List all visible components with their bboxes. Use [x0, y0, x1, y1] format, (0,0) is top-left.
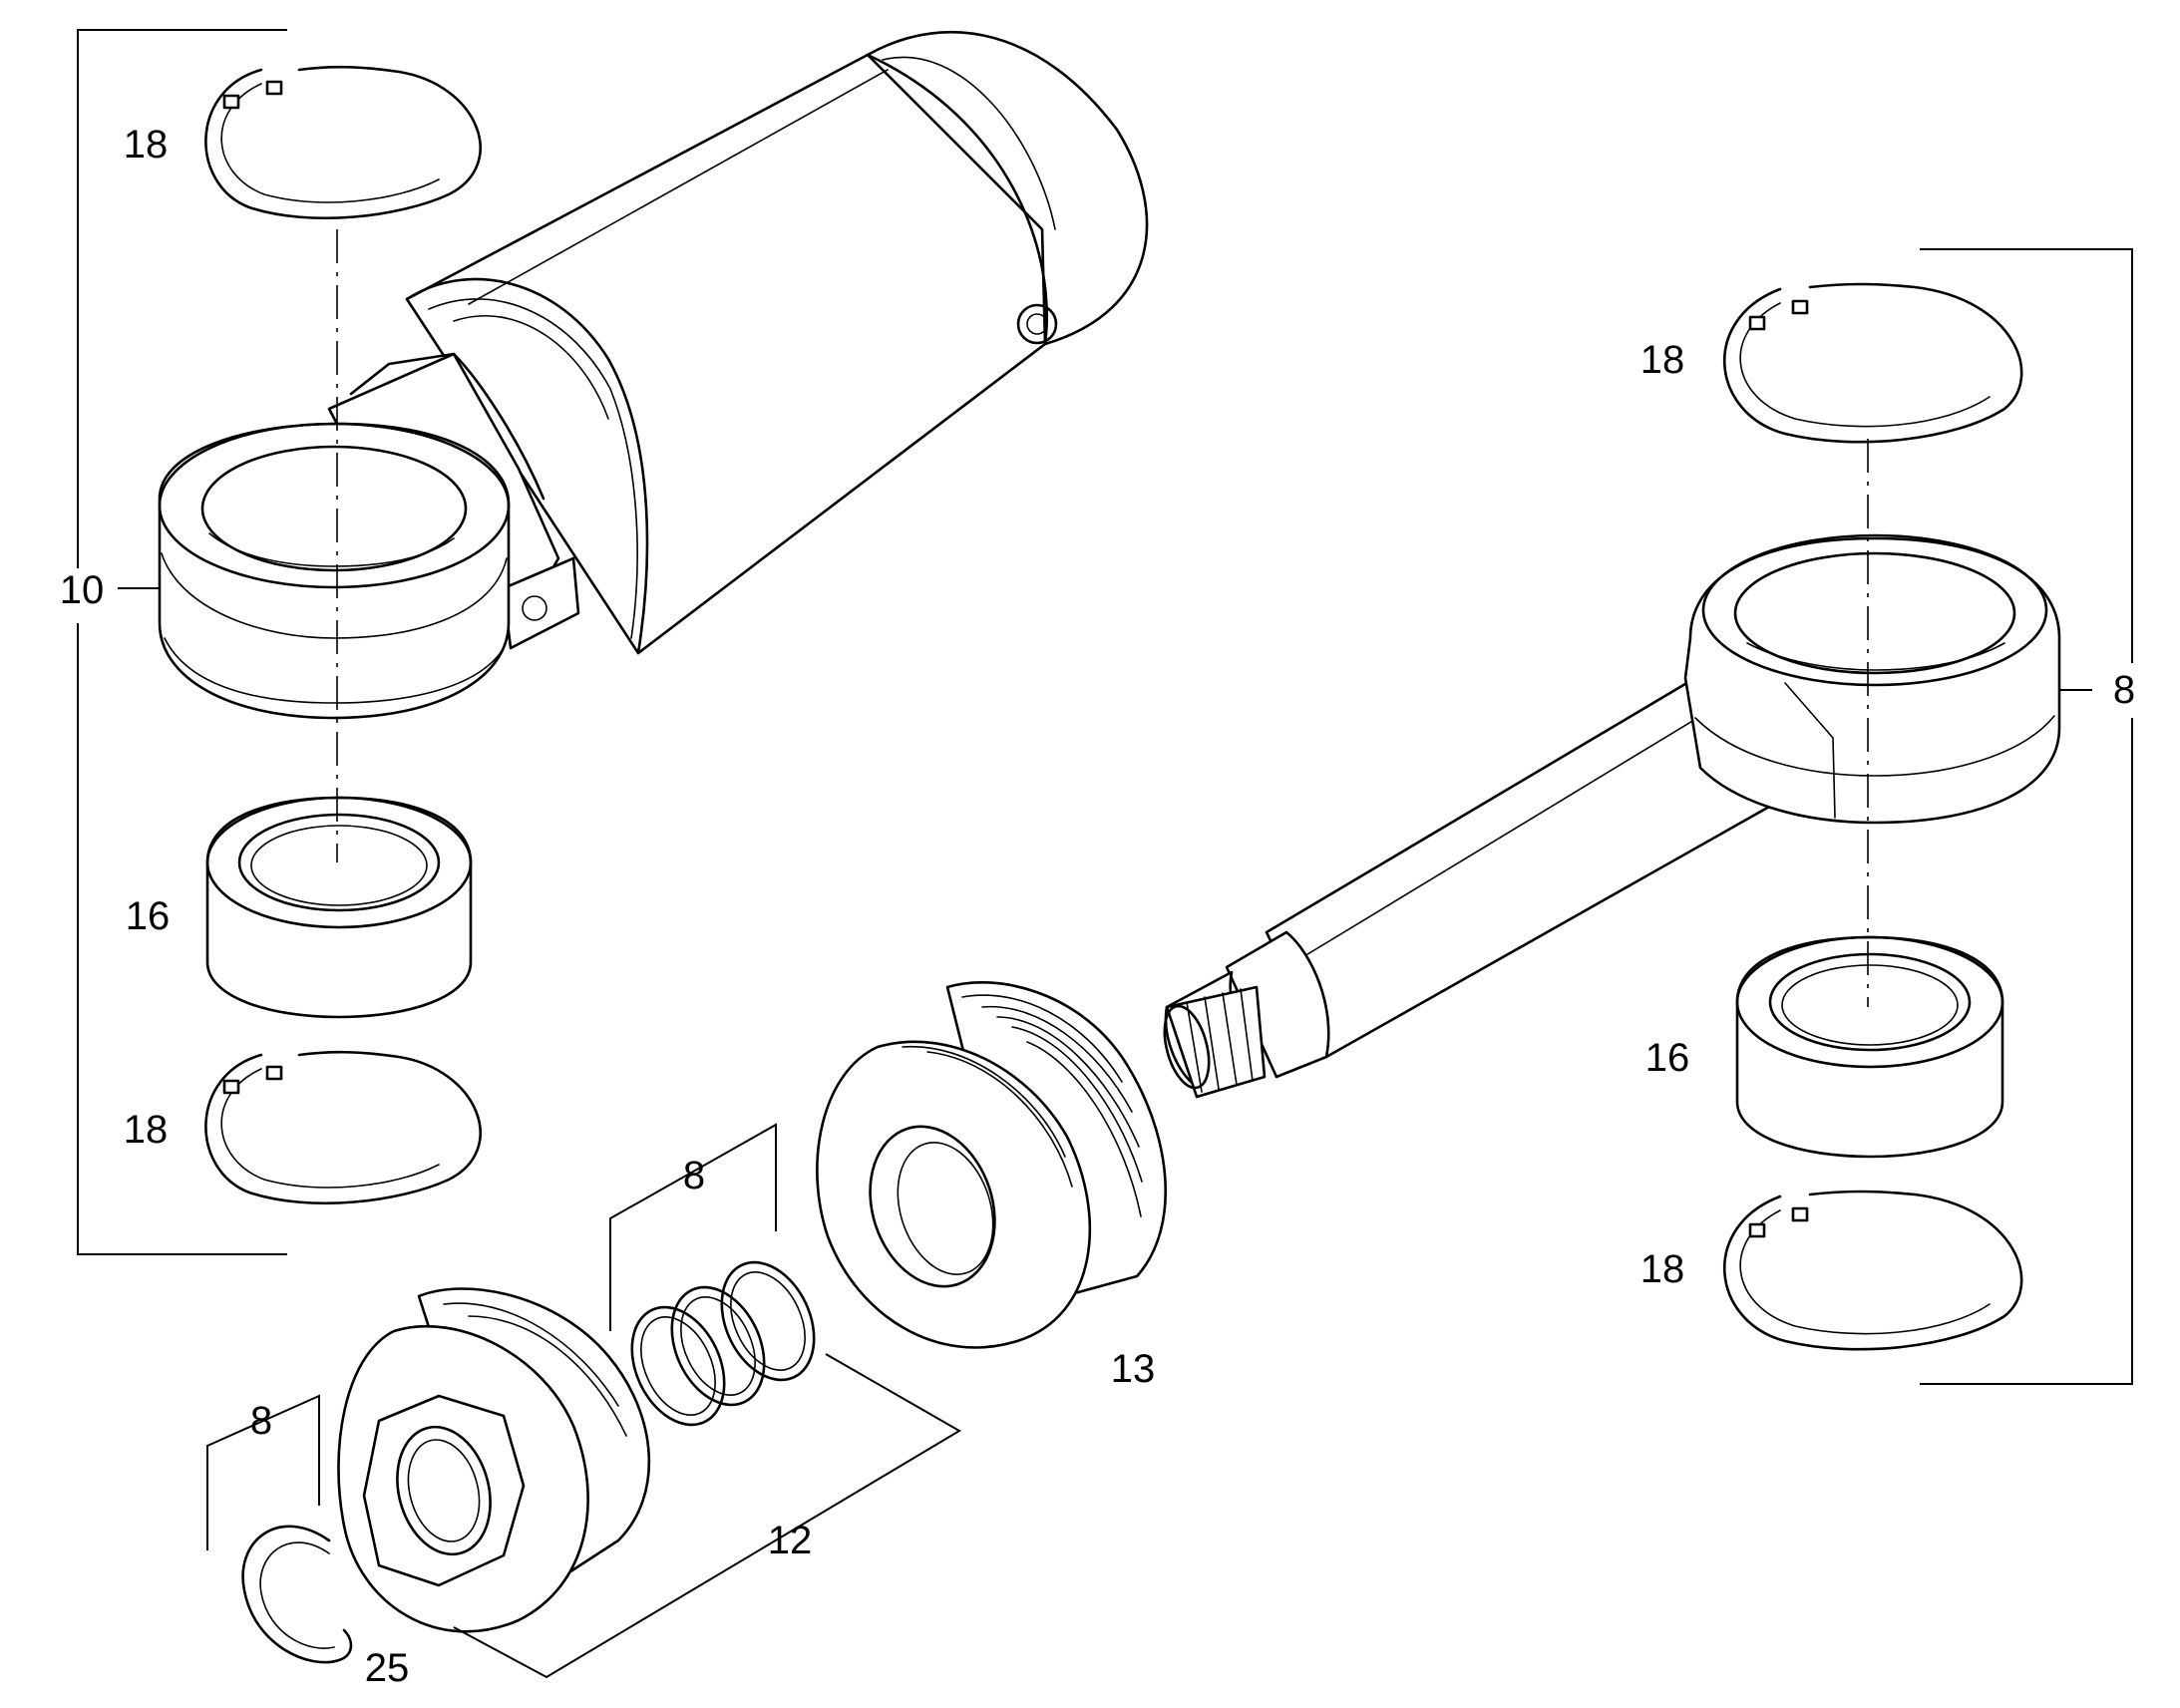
callout-10: 10: [60, 568, 105, 612]
callout-leaders: [206, 1123, 961, 1679]
callout-12: 12: [768, 1519, 813, 1562]
circlip-18-top-left: [204, 65, 482, 219]
callout-13: 13: [1111, 1347, 1156, 1391]
bushing-16-left: [205, 796, 473, 1019]
bracket-8-right: [1920, 248, 2133, 1385]
callout-8-wiper: 8: [250, 1399, 272, 1443]
wiper-ring-25: [241, 1525, 353, 1664]
circlip-18-bottom-left: [204, 1050, 482, 1204]
callout-18-bottom-left: 18: [124, 1108, 169, 1152]
callout-25: 25: [365, 1646, 410, 1690]
callout-8-right: 8: [2113, 668, 2135, 712]
callout-18-top-left: 18: [124, 123, 169, 167]
seal-rings-8: [630, 1260, 816, 1427]
circlip-18-top-right: [1722, 282, 2023, 444]
piston-rod: [1163, 676, 1787, 1099]
center-lines: [336, 229, 1869, 1007]
callout-16-right: 16: [1645, 1036, 1690, 1080]
cylinder-eye: [158, 352, 580, 720]
callout-16-left: 16: [126, 894, 171, 938]
callout-18-top-right: 18: [1640, 338, 1685, 382]
callout-8-seals: 8: [683, 1154, 705, 1197]
cylinder-barrel: [405, 30, 1149, 655]
cylinder-head-13: [816, 980, 1168, 1349]
callout-labels: 10 18 16 18 18 8 16 18 13 8 12 8 25: [60, 123, 2135, 1690]
piston-12: [337, 1287, 651, 1633]
callout-18-bottom-right: 18: [1640, 1247, 1685, 1291]
bracket-10: [77, 29, 287, 1255]
circlip-18-bottom-right: [1722, 1190, 2023, 1351]
rod-eye: [1683, 533, 2061, 825]
bushing-16-right: [1735, 935, 2004, 1159]
